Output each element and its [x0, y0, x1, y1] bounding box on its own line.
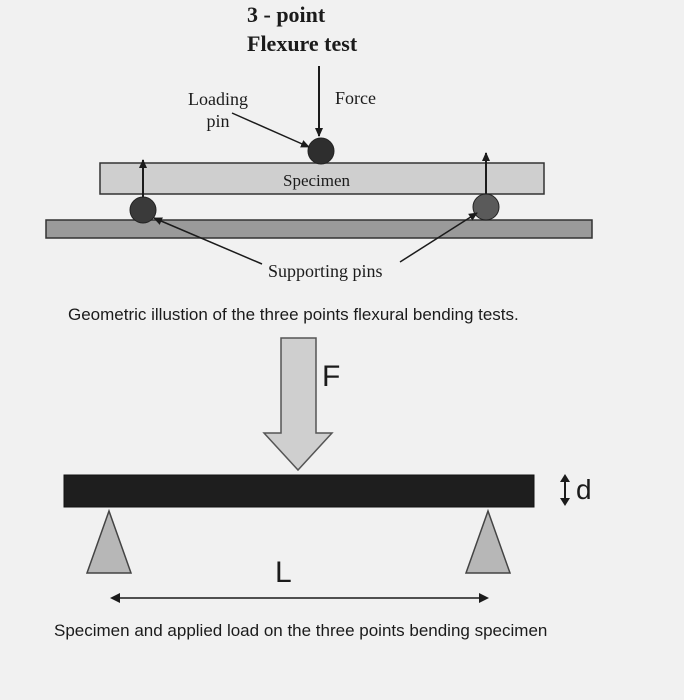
force-symbol: F: [322, 360, 341, 393]
supporting-pins-label: Supporting pins: [268, 261, 383, 281]
base-plate: [45, 219, 593, 239]
top-figure-caption: Geometric illustion of the three points …: [68, 305, 519, 324]
loading-pin-label-line2: pin: [206, 111, 230, 131]
left-support-triangle: [85, 508, 133, 574]
title-line-2: Flexure test: [247, 31, 358, 56]
right-support-triangle: [464, 508, 512, 574]
left-support-pin: [129, 196, 157, 224]
left-support-leader: [153, 217, 263, 265]
applied-load-arrow: [262, 337, 334, 472]
force-label: Force: [335, 88, 376, 108]
loading-pin-label: Loading pin: [184, 88, 252, 132]
loading-pin-label-line1: Loading: [188, 89, 248, 109]
span-length-symbol: L: [275, 556, 292, 589]
title-line-1: 3 - point: [247, 2, 326, 27]
bottom-figure-caption: Specimen and applied load on the three p…: [54, 621, 548, 640]
specimen-label: Specimen: [283, 171, 351, 190]
specimen-beam: [99, 162, 545, 195]
loading-pin: [307, 137, 335, 165]
right-support-pin: [472, 193, 500, 221]
loading-pin-leader: [231, 112, 310, 148]
depth-symbol: d: [576, 474, 592, 505]
right-support-leader: [399, 212, 478, 263]
bottom-specimen-beam: [63, 474, 535, 508]
